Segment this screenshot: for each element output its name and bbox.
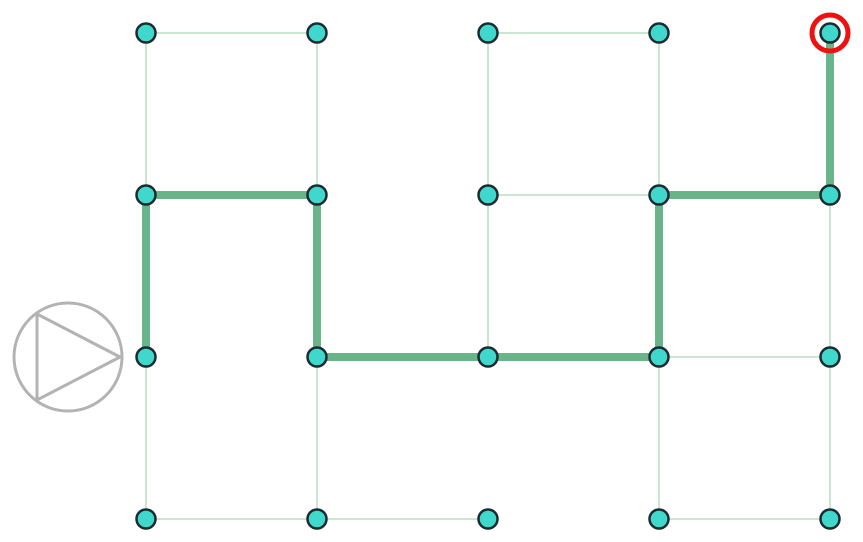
grid-node[interactable] [135, 346, 157, 368]
grid-node[interactable] [306, 346, 328, 368]
play-triangle-icon [35, 312, 122, 402]
grid-node[interactable] [477, 508, 499, 530]
grid-node[interactable] [477, 346, 499, 368]
target-ring [809, 12, 851, 54]
target-marker [809, 12, 851, 54]
grid-node[interactable] [306, 22, 328, 44]
grid-node[interactable] [306, 184, 328, 206]
grid-node[interactable] [648, 346, 670, 368]
grid-node[interactable] [135, 508, 157, 530]
grid-node[interactable] [648, 184, 670, 206]
grid-node[interactable] [135, 184, 157, 206]
grid-node[interactable] [648, 508, 670, 530]
grid-node[interactable] [306, 508, 328, 530]
grid-node[interactable] [819, 184, 841, 206]
grid-node[interactable] [477, 184, 499, 206]
grid-node[interactable] [819, 22, 841, 44]
grid-edges [145, 32, 831, 520]
grid-nodes [135, 22, 841, 530]
play-button[interactable] [12, 301, 124, 413]
grid-node[interactable] [819, 346, 841, 368]
play-button-circle[interactable] [12, 301, 124, 413]
grid-node[interactable] [648, 22, 670, 44]
grid-node[interactable] [477, 22, 499, 44]
grid-node[interactable] [135, 22, 157, 44]
solution-path [142, 29, 834, 361]
grid-node[interactable] [819, 508, 841, 530]
